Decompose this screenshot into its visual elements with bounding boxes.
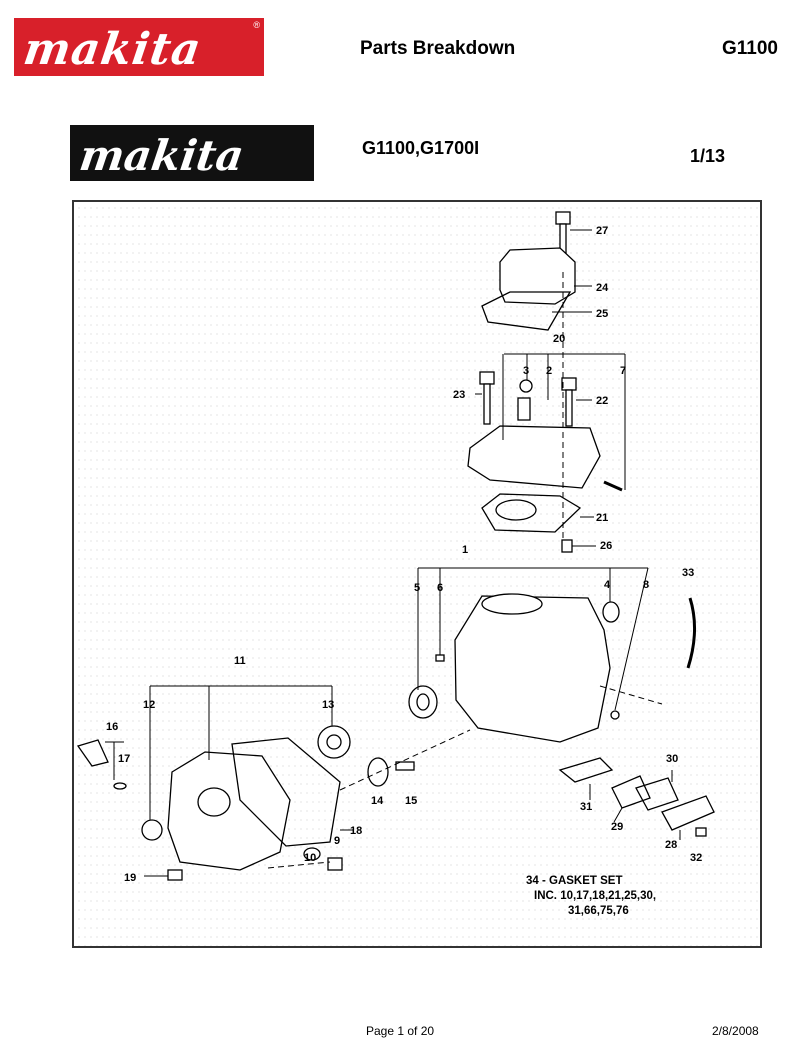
plate-28: [661, 795, 715, 831]
pin-6: [435, 654, 445, 662]
makita-logo-black: makita: [70, 125, 314, 181]
footer-date: 2/8/2008: [712, 1024, 759, 1038]
callout-32: 32: [690, 852, 702, 864]
callout-33: 33: [682, 567, 694, 579]
cylinder-head: [467, 425, 601, 489]
diagram-frame: [72, 200, 762, 948]
seal-4: [602, 601, 620, 623]
callout-16: 16: [106, 721, 118, 733]
part-2: [517, 397, 531, 421]
callout-3: 3: [523, 365, 529, 377]
callout-25: 25: [596, 308, 608, 320]
callout-13: 13: [322, 699, 334, 711]
registered-icon: ®: [253, 20, 260, 30]
callout-9: 9: [334, 835, 340, 847]
callout-11: 11: [234, 655, 246, 667]
callout-10: 10: [304, 852, 316, 864]
callout-20: 20: [553, 333, 565, 345]
diagram-models: G1100,G1700I: [362, 138, 480, 158]
callout-30: 30: [666, 753, 678, 765]
footer-page-number: Page 1 of 20: [366, 1024, 435, 1038]
gasket-18: [231, 737, 341, 847]
washer-10: [303, 847, 321, 861]
bearing-13-inner: [326, 734, 342, 750]
side-cover-11: [167, 751, 291, 871]
bolt-22-head: [561, 377, 577, 391]
callout-22: 22: [596, 395, 608, 407]
callout-8: 8: [643, 579, 649, 591]
part-8: [610, 710, 620, 720]
callout-2: 2: [546, 365, 552, 377]
dashed-assembly-lines: [267, 272, 663, 869]
stud-23-head: [479, 371, 495, 385]
gasket-set-line2: INC. 10,17,18,21,25,30,: [534, 890, 657, 902]
gasket-21: [481, 493, 582, 533]
makita-logo-red: makita ®: [14, 18, 264, 76]
cylinder-bore: [481, 593, 543, 615]
callout-15: 15: [405, 795, 417, 807]
gasket-31: [558, 757, 614, 783]
gasket-30: [635, 777, 679, 811]
callout-4: 4: [604, 579, 611, 591]
callout-7: 7: [620, 365, 626, 377]
callout-12: 12: [143, 699, 155, 711]
insulator-29: [611, 775, 651, 809]
head-cover-24: [499, 247, 576, 305]
part-33: [686, 597, 697, 669]
callout-14: 14: [371, 795, 384, 807]
side-cover-bore: [197, 787, 231, 817]
callout-27: 27: [596, 225, 608, 237]
seal-12: [141, 819, 163, 841]
stud-7: [603, 480, 623, 492]
gasket-set-note: 34 - GASKET SET INC. 10,17,18,21,25,30, …: [520, 874, 656, 919]
plug-9: [327, 857, 343, 871]
gasket-set-line3: 31,66,75,76: [568, 905, 629, 917]
callout-23: 23: [453, 389, 465, 401]
bolt-32: [695, 827, 707, 837]
diagram-page-fraction: 1/13: [690, 146, 726, 166]
oring-17: [113, 782, 127, 790]
pin-26: [561, 539, 573, 553]
bolt-27-head: [555, 211, 571, 225]
callout-5: 5: [414, 582, 420, 594]
cap-16: [76, 739, 109, 767]
page-title: Parts Breakdown: [360, 38, 516, 59]
callout-17: 17: [118, 753, 130, 765]
bolt-19: [167, 869, 183, 881]
bolt-22-shank: [565, 389, 573, 427]
parts-drawings: [76, 211, 715, 881]
callout-1: 1: [462, 544, 468, 556]
part-3: [519, 379, 533, 393]
callout-26: 26: [600, 540, 612, 552]
gasket-25: [481, 291, 572, 331]
model-label: G1100: [722, 38, 778, 59]
callout-28: 28: [665, 839, 677, 851]
callout-18: 18: [350, 825, 362, 837]
gasket-set-line1: 34 - GASKET SET: [526, 875, 623, 887]
crankcase-1: [454, 595, 611, 743]
gasket-21-bore: [495, 499, 537, 521]
callout-labels: 27 24 25 20 3 2 7 23 22 21 26 1 33 5 6 4…: [106, 225, 702, 884]
callout-21: 21: [596, 512, 608, 524]
callout-29: 29: [611, 821, 623, 833]
bearing-5-inner: [416, 693, 430, 711]
stud-23-shank: [483, 383, 491, 425]
shaft-15: [395, 761, 415, 771]
callout-24: 24: [596, 282, 609, 294]
leader-lines: [105, 229, 681, 877]
callout-31: 31: [580, 801, 592, 813]
callout-19: 19: [124, 872, 136, 884]
callout-6: 6: [437, 582, 443, 594]
